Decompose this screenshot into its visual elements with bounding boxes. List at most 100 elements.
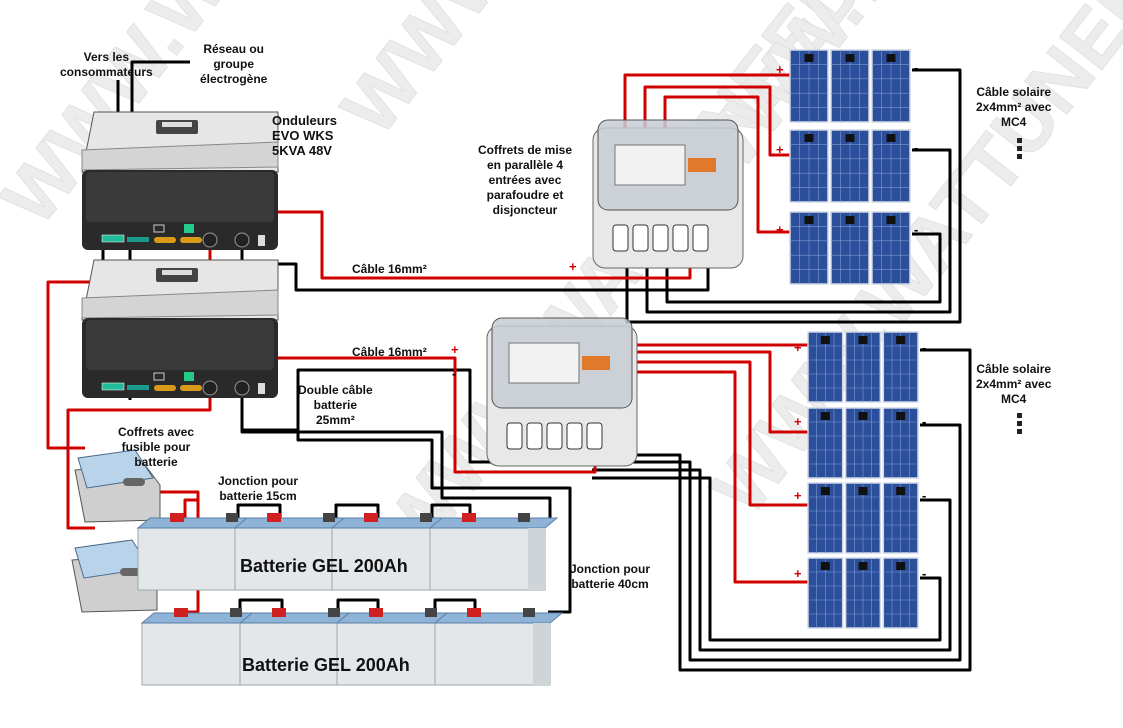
battery-positive-terminal xyxy=(369,608,383,617)
battery-body xyxy=(141,622,258,686)
combiner-box-2 xyxy=(486,317,638,467)
fuse-box-latch xyxy=(123,478,145,486)
battery-negative-terminal xyxy=(230,608,242,617)
battery-positive-terminal xyxy=(467,608,481,617)
inverter-port xyxy=(153,224,165,233)
battery-lid xyxy=(428,517,559,529)
cable-gland xyxy=(546,422,563,450)
battery-positive-terminal xyxy=(364,513,378,522)
negative-sign: - xyxy=(922,340,927,355)
positive-sign: + xyxy=(794,340,802,355)
inverter-1 xyxy=(81,111,279,250)
negative-sign: - xyxy=(922,566,927,581)
junction-box xyxy=(896,487,906,495)
positive-sign: + xyxy=(776,142,784,157)
inverter-port xyxy=(184,224,194,233)
inverter-port xyxy=(153,372,165,381)
battery-body xyxy=(434,622,551,686)
cable-gland xyxy=(586,422,603,450)
negative-wire xyxy=(334,503,380,518)
inverter-switch xyxy=(258,235,265,246)
junction-box xyxy=(896,336,906,344)
positive-sign: + xyxy=(776,222,784,237)
negative-sign: - xyxy=(922,488,927,503)
positive-sign: + xyxy=(794,566,802,581)
junction-box xyxy=(845,134,855,142)
inverter-port xyxy=(180,385,202,391)
junction-box xyxy=(820,562,830,570)
battery-negative-terminal xyxy=(523,608,535,617)
negative-wire xyxy=(665,232,942,304)
battery-positive-terminal xyxy=(170,513,184,522)
combiner-box-1 xyxy=(592,119,744,269)
battery-side xyxy=(528,528,545,590)
negative-wire xyxy=(592,468,952,652)
junction-box xyxy=(804,134,814,142)
breaker-block xyxy=(508,342,580,384)
junction-box xyxy=(845,54,855,62)
junction-box xyxy=(820,412,830,420)
junction-box xyxy=(896,562,906,570)
dc-terminal xyxy=(202,380,218,396)
negative-sign: - xyxy=(914,60,919,75)
positive-sign: + xyxy=(776,62,784,77)
battery-body xyxy=(429,527,546,591)
solar-panel-string xyxy=(789,129,911,203)
junction-box xyxy=(858,562,868,570)
label-cable-16mm-1: Câble 16mm² xyxy=(352,262,427,276)
positive-sign: + xyxy=(451,342,459,357)
solar-panel-string xyxy=(807,482,919,554)
negative-sign: - xyxy=(452,366,457,381)
battery-negative-terminal xyxy=(323,513,335,522)
negative-wire xyxy=(592,476,942,642)
battery-negative-terminal xyxy=(518,513,530,522)
negative-sign: - xyxy=(914,140,919,155)
devices xyxy=(71,49,919,686)
battery-negative-terminal xyxy=(226,513,238,522)
battery xyxy=(433,608,564,686)
more-panels-ellipsis xyxy=(1017,138,1022,162)
junction-box xyxy=(886,134,896,142)
cable-gland xyxy=(566,422,583,450)
battery-body xyxy=(137,527,254,591)
solar-panel-string xyxy=(807,407,919,479)
dc-terminal xyxy=(234,380,250,396)
dc-terminal xyxy=(234,232,250,248)
cable-gland xyxy=(506,422,523,450)
label-cable-16mm-2: Câble 16mm² xyxy=(352,345,427,359)
battery-fuse-box-2 xyxy=(71,539,158,613)
surge-protector xyxy=(688,158,716,172)
inverter-stripe xyxy=(81,289,279,319)
battery-positive-terminal xyxy=(272,608,286,617)
inverter-port xyxy=(127,385,149,390)
negative-sign: - xyxy=(914,222,919,237)
junction-box xyxy=(858,412,868,420)
junction-box xyxy=(820,487,830,495)
negative-wire xyxy=(236,503,282,518)
junction-box xyxy=(804,216,814,224)
cable-gland xyxy=(612,224,629,252)
positive-sign: + xyxy=(794,414,802,429)
battery xyxy=(136,513,267,591)
battery-fuse-box-1 xyxy=(74,449,161,523)
inverter-port xyxy=(154,237,176,243)
battery-positive-terminal xyxy=(462,513,476,522)
junction-box xyxy=(820,336,830,344)
battery xyxy=(428,513,559,591)
junction-box xyxy=(886,216,896,224)
negative-wire xyxy=(240,395,552,520)
inverter-stripe xyxy=(81,141,279,171)
breaker-block xyxy=(614,144,686,186)
cable-gland xyxy=(632,224,649,252)
surge-protector xyxy=(582,356,610,370)
junction-box xyxy=(858,336,868,344)
inverter-port xyxy=(101,382,125,391)
battery-negative-terminal xyxy=(420,513,432,522)
solar-panel-string xyxy=(807,331,919,403)
battery-bank-2-label: Batterie GEL 200Ah xyxy=(242,655,410,675)
